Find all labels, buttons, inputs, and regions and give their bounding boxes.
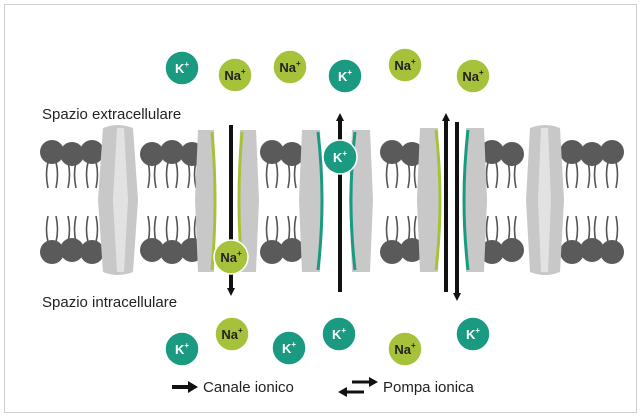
membrane-protein: [526, 125, 564, 275]
lipid-tail: [87, 162, 89, 188]
sodium-ion: Na+: [456, 59, 490, 93]
lipid-tail: [96, 162, 98, 188]
lipid-tail: [267, 216, 269, 242]
lipid-tail: [276, 162, 278, 188]
lipid-tail: [167, 216, 169, 242]
lipid-tail: [515, 216, 517, 242]
ion-pump: [417, 128, 487, 272]
sodium-ion: Na+: [218, 58, 252, 92]
lipid-tail: [288, 162, 290, 188]
lipid-head: [280, 238, 304, 262]
lipid-head: [500, 238, 524, 262]
lipid-tail: [195, 216, 197, 242]
sodium-ion: Na+: [215, 317, 249, 351]
lipid-tail: [576, 162, 578, 188]
lipid-tail: [96, 216, 98, 242]
channel-arrow-icon: [172, 381, 198, 393]
legend: Canale ionico Pompa ionica: [172, 377, 475, 397]
sodium-ion: Na+: [214, 240, 248, 274]
lipid-tail: [595, 162, 597, 188]
lipid-tail: [508, 216, 510, 242]
lipid-tail: [155, 162, 157, 188]
lipid-tail: [148, 162, 150, 188]
lipid-tail: [75, 162, 77, 188]
lipid-tail: [576, 216, 578, 242]
lipid-tail: [408, 162, 410, 188]
lipid-tail: [396, 162, 398, 188]
intracellular-label: Spazio intracellulare: [42, 294, 177, 311]
lipid-tail: [295, 162, 297, 188]
sodium-ion: Na+: [388, 332, 422, 366]
lipid-tail: [496, 216, 498, 242]
lipid-tail: [496, 162, 498, 188]
potassium-ion: K+: [272, 331, 306, 365]
lipid-tail: [176, 162, 178, 188]
lipid-tail: [595, 216, 597, 242]
lipid-tail: [155, 216, 157, 242]
lipid-tail: [607, 216, 609, 242]
lipid-head: [600, 140, 624, 164]
lipid-tail: [295, 216, 297, 242]
lipid-tail: [487, 162, 489, 188]
lipid-tail: [567, 216, 569, 242]
lipid-head: [80, 240, 104, 264]
lipid-tail: [148, 216, 150, 242]
lipid-tail: [288, 216, 290, 242]
lipid-head: [280, 142, 304, 166]
potassium-ion: K+: [456, 317, 490, 351]
potassium-ion: K+: [328, 59, 362, 93]
lipid-tail: [415, 162, 417, 188]
pump-arrows-icon: [338, 377, 378, 397]
lipid-tail: [616, 216, 618, 242]
lipid-tail: [188, 216, 190, 242]
lipid-head: [500, 142, 524, 166]
membrane-protein: [98, 125, 138, 275]
lipid-tail: [267, 162, 269, 188]
lipid-tail: [47, 216, 49, 242]
lipid-tail: [508, 162, 510, 188]
lipid-tail: [68, 162, 70, 188]
sodium-ion: Na+: [273, 50, 307, 84]
lipid-tail: [588, 216, 590, 242]
lipid-tail: [616, 162, 618, 188]
legend-pump-label: Pompa ionica: [383, 379, 475, 396]
lipid-tail: [188, 162, 190, 188]
potassium-ion: K+: [165, 51, 199, 85]
lipid-tail: [75, 216, 77, 242]
lipid-tail: [56, 216, 58, 242]
lipid-tail: [56, 162, 58, 188]
lipid-tail: [567, 162, 569, 188]
lipid-tail: [68, 216, 70, 242]
lipid-tail: [167, 162, 169, 188]
lipid-tail: [47, 162, 49, 188]
lipid-tail: [408, 216, 410, 242]
lipid-tail: [387, 162, 389, 188]
legend-channel-label: Canale ionico: [203, 379, 294, 396]
extracellular-label: Spazio extracellulare: [42, 106, 181, 123]
lipid-tail: [176, 216, 178, 242]
lipid-tail: [396, 216, 398, 242]
lipid-tail: [515, 162, 517, 188]
potassium-ion: K+: [322, 317, 356, 351]
lipid-tail: [607, 162, 609, 188]
lipid-tail: [415, 216, 417, 242]
lipid-head: [600, 240, 624, 264]
potassium-ion: K+: [323, 140, 357, 174]
lipid-head: [80, 140, 104, 164]
potassium-ion: K+: [165, 332, 199, 366]
lipid-tail: [87, 216, 89, 242]
lipid-tail: [588, 162, 590, 188]
sodium-ion: Na+: [388, 48, 422, 82]
lipid-tail: [487, 216, 489, 242]
lipid-tail: [276, 216, 278, 242]
lipid-tail: [387, 216, 389, 242]
